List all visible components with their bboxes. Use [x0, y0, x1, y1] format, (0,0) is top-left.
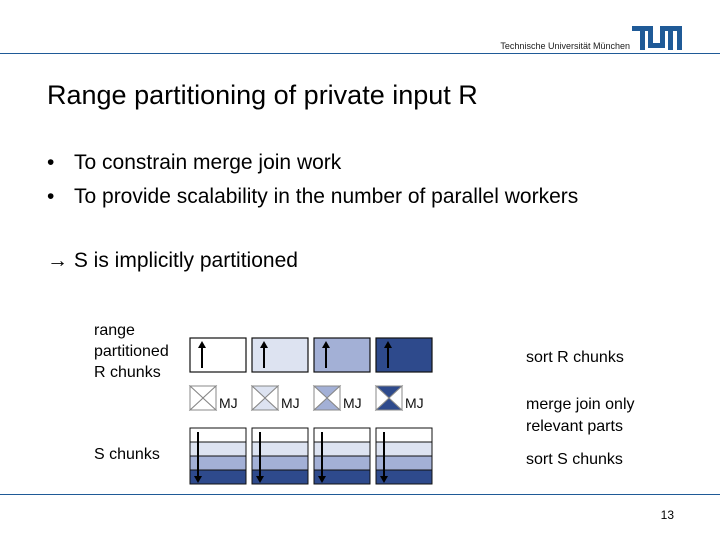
merge-join-marker: MJ — [250, 384, 300, 412]
merge-join-annotation: merge join only relevant parts — [526, 394, 635, 438]
mj-bowtie-right — [202, 384, 217, 412]
s-chunks-row — [189, 427, 433, 485]
r-label-line: partitioned — [94, 343, 169, 360]
merge-join-marker: MJ — [188, 384, 238, 412]
mj-bowtie-right — [326, 384, 341, 412]
page-number: 13 — [660, 508, 674, 522]
footer-divider — [0, 494, 720, 495]
right-arrow-icon: → — [47, 249, 68, 272]
slide-title: Range partitioning of private input R — [47, 80, 478, 110]
implication-text: S is implicitly partitioned — [73, 249, 298, 272]
s-chunk-stripe — [251, 469, 309, 485]
bullet-dot: • — [47, 151, 55, 174]
bullet-item: • To provide scalability in the number of… — [47, 185, 578, 209]
r-chunk-box — [189, 337, 247, 373]
r-label-line: range — [94, 322, 135, 339]
mj-label: MJ — [219, 395, 238, 411]
s-chunk — [251, 427, 309, 485]
up-arrow-icon — [260, 341, 268, 348]
down-arrow-icon — [318, 476, 326, 483]
r-chunk — [375, 337, 433, 373]
r-chunk — [189, 337, 247, 373]
r-chunk-box — [375, 337, 433, 373]
s-chunk — [189, 427, 247, 485]
merge-join-row: MJ MJ MJ MJ — [188, 384, 424, 412]
mj-bowtie-right — [388, 384, 403, 412]
up-arrow-icon — [384, 341, 392, 348]
down-arrow-icon — [380, 476, 388, 483]
mj-bowtie-left — [189, 384, 204, 412]
mj-label: MJ — [405, 395, 424, 411]
s-chunks-label: S chunks — [94, 446, 160, 463]
bullet-dot: • — [47, 185, 55, 208]
university-name: Technische Universität München — [500, 41, 630, 51]
up-arrow-icon — [198, 341, 206, 348]
up-arrow-icon — [322, 341, 330, 348]
down-arrow-icon — [194, 476, 202, 483]
bullet-text: To provide scalability in the number of … — [74, 185, 579, 208]
mj-annotation-line: relevant parts — [526, 418, 623, 435]
r-chunk-box — [251, 337, 309, 373]
r-chunks-row — [189, 337, 433, 373]
header-divider — [0, 53, 720, 54]
bullet-item: • To constrain merge join work — [47, 151, 341, 175]
r-chunk-box — [313, 337, 371, 373]
implication-line: → S is implicitly partitioned — [47, 249, 298, 273]
mj-annotation-line: merge join only — [526, 396, 635, 413]
bullet-text: To constrain merge join work — [74, 151, 342, 174]
r-label-line: R chunks — [94, 364, 161, 381]
r-chunk — [251, 337, 309, 373]
down-arrow-icon — [256, 476, 264, 483]
sort-s-annotation: sort S chunks — [526, 451, 623, 468]
merge-join-marker: MJ — [312, 384, 362, 412]
mj-bowtie-left — [251, 384, 266, 412]
s-chunk-stripe — [189, 469, 247, 485]
merge-join-marker: MJ — [374, 384, 424, 412]
mj-label: MJ — [281, 395, 300, 411]
mj-label: MJ — [343, 395, 362, 411]
mj-bowtie-right — [264, 384, 279, 412]
mj-bowtie-left — [313, 384, 328, 412]
s-chunk-stripe — [375, 469, 433, 485]
s-chunk — [313, 427, 371, 485]
r-chunk — [313, 337, 371, 373]
s-chunk — [375, 427, 433, 485]
tum-logo-icon — [632, 26, 682, 50]
mj-bowtie-left — [375, 384, 390, 412]
s-chunk-stripe — [313, 469, 371, 485]
r-chunks-label: range partitioned R chunks — [94, 320, 169, 383]
sort-r-annotation: sort R chunks — [526, 349, 624, 366]
